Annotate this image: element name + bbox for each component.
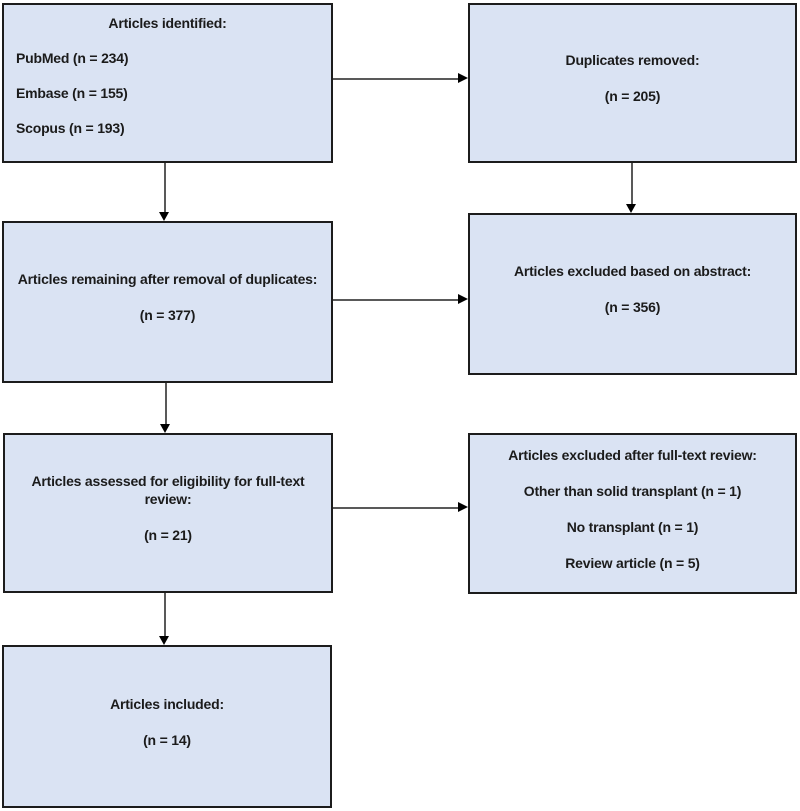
box-title: Duplicates removed:: [565, 52, 700, 68]
box-title: Articles remaining after removal of dupl…: [17, 271, 318, 287]
box-articles-remaining: Articles remaining after removal of dupl…: [2, 221, 333, 383]
count-value: (n = 377): [139, 307, 196, 323]
box-title: Articles excluded after full-text review…: [508, 446, 757, 463]
box-title: Articles identified:: [108, 15, 227, 31]
exclusion-reason: No transplant (n = 1): [566, 518, 699, 535]
count-value: (n = 14): [143, 731, 191, 748]
arrow-down-icon: [159, 212, 169, 221]
exclusion-reason: Other than solid transplant (n = 1): [523, 482, 742, 499]
arrow-down-icon: [159, 636, 169, 645]
exclusion-reason: Review article (n = 5): [565, 554, 700, 571]
box-title: Articles assessed for eligibility for fu…: [31, 473, 305, 507]
connector-identified-to-remaining: [164, 163, 166, 213]
arrow-right-icon: [458, 502, 468, 512]
source-embase-count: Embase (n = 155): [16, 85, 128, 101]
box-title: Articles excluded based on abstract:: [513, 263, 752, 279]
count-value: (n = 21): [144, 527, 192, 543]
arrow-right-icon: [458, 294, 468, 304]
box-excluded-by-abstract: Articles excluded based on abstract: (n …: [468, 213, 797, 375]
connector-remaining-to-excluded-abstract: [333, 299, 459, 301]
arrow-right-icon: [458, 73, 468, 83]
connector-identified-to-duplicates: [333, 78, 459, 80]
connector-duplicates-to-excluded-abstract: [631, 163, 633, 205]
arrow-down-icon: [626, 204, 636, 213]
count-value: (n = 205): [604, 88, 661, 104]
box-articles-included: Articles included: (n = 14): [2, 645, 332, 808]
connector-assessed-to-included: [164, 593, 166, 637]
arrow-down-icon: [160, 424, 170, 433]
count-value: (n = 356): [604, 299, 661, 315]
connector-remaining-to-assessed: [165, 383, 167, 425]
source-pubmed-count: PubMed (n = 234): [16, 50, 129, 66]
connector-assessed-to-excluded-fulltext: [333, 507, 459, 509]
box-assessed-eligibility: Articles assessed for eligibility for fu…: [3, 433, 333, 593]
box-articles-identified: Articles identified: PubMed (n = 234) Em…: [2, 3, 333, 163]
box-title: Articles included:: [110, 695, 224, 712]
source-scopus-count: Scopus (n = 193): [16, 120, 125, 136]
box-excluded-fulltext: Articles excluded after full-text review…: [468, 433, 797, 594]
box-duplicates-removed: Duplicates removed: (n = 205): [468, 3, 797, 163]
